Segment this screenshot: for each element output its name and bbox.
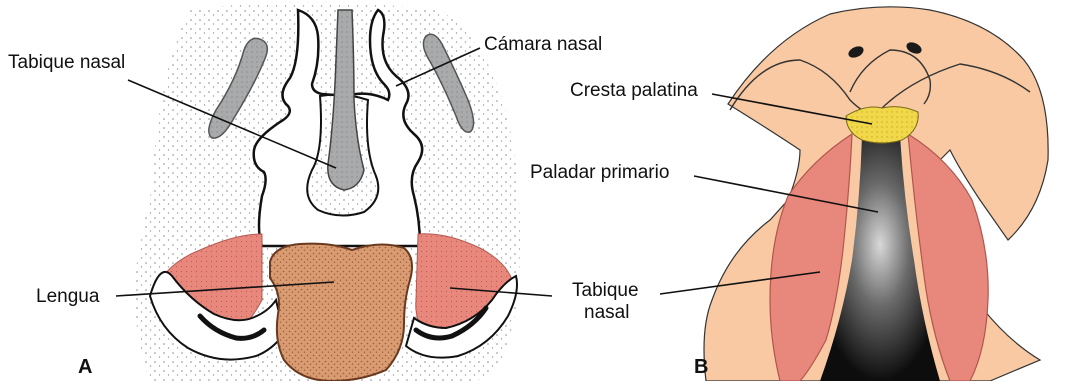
panel-letter-a: A: [78, 356, 92, 379]
label-cresta-palatina: Cresta palatina: [570, 80, 698, 102]
label-lengua: Lengua: [36, 286, 99, 308]
label-camara-nasal: Cámara nasal: [484, 34, 602, 56]
tongue: [270, 244, 412, 381]
label-tabique-nasal: Tabique nasal: [8, 52, 125, 74]
label-paladar-primario: Paladar primario: [530, 162, 669, 184]
panel-letter-b: B: [694, 356, 708, 379]
label-tabique-lower-line2: nasal: [584, 302, 629, 324]
label-tabique-lower-line1: Tabique: [572, 280, 639, 302]
panel-b-drawing: [704, 7, 1048, 381]
panel-a-drawing: [135, 3, 520, 382]
